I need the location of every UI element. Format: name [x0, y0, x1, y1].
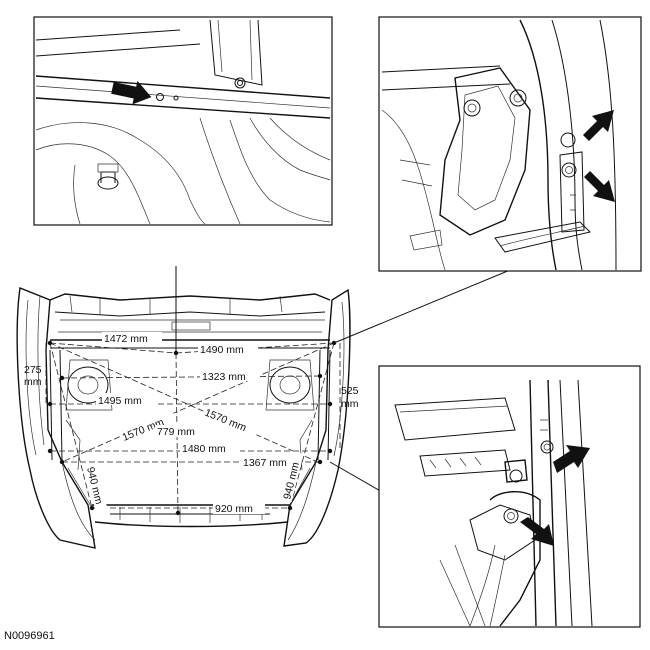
- dimension-lines: [45, 266, 511, 514]
- dim-779: 779 mm: [157, 426, 195, 438]
- detail-view-top-left: [33, 16, 333, 226]
- arrow-icon: [111, 80, 152, 105]
- dim-1323: 1323 mm: [202, 371, 246, 383]
- dim-920: 920 mm: [215, 503, 253, 515]
- dimension-labels: 1472 mm 1490 mm 1323 mm 275 mm 525 mm 14…: [24, 332, 359, 516]
- dim-525-value: 525: [341, 385, 359, 397]
- measurement-points: [47, 340, 337, 516]
- dim-525-unit: mm: [341, 398, 359, 410]
- arrow-icon: [553, 445, 590, 473]
- dim-1367: 1367 mm: [243, 457, 287, 469]
- figure-id: N0096961: [4, 630, 55, 642]
- front-structure-drawing: [16, 287, 351, 549]
- dim-1495: 1495 mm: [98, 395, 142, 407]
- dim-275-unit: mm: [24, 376, 42, 388]
- arrow-icon: [584, 171, 615, 202]
- dim-1472: 1472 mm: [104, 333, 148, 345]
- arrow-icon: [583, 110, 614, 141]
- detail-view-bottom-right: [378, 365, 641, 628]
- dim-275-value: 275: [24, 364, 42, 376]
- arrow-icon: [520, 517, 554, 546]
- dim-1570-right: 1570 mm: [203, 407, 248, 435]
- dim-1490: 1490 mm: [200, 344, 244, 356]
- dim-1480: 1480 mm: [182, 443, 226, 455]
- detail-view-top-right: [378, 16, 642, 272]
